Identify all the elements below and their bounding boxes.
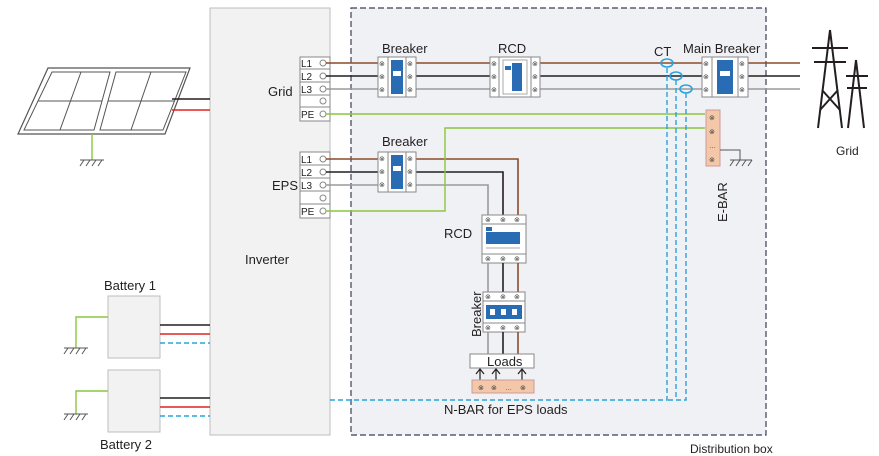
grid-terminal-block: L1 L2 L3 PE (299, 56, 331, 122)
svg-text:⊗: ⊗ (514, 256, 520, 263)
distribution-box (350, 7, 767, 436)
eps-port-label: EPS (272, 178, 298, 193)
grid-terminal-l1: L1 (301, 59, 313, 70)
distribution-box-label: Distribution box (690, 442, 773, 456)
eps-breaker: ⊗ ⊗ ⊗ ⊗ ⊗ ⊗ (377, 151, 417, 193)
battery1 (107, 295, 161, 359)
svg-text:…: … (709, 143, 716, 150)
svg-text:⊗: ⊗ (703, 74, 709, 81)
battery2-ground-icon (63, 413, 88, 421)
svg-text:⊗: ⊗ (379, 61, 385, 68)
n-bar-label: N-BAR for EPS loads (444, 402, 568, 417)
svg-text:⊗: ⊗ (478, 385, 484, 392)
grid-rcd-label: RCD (498, 41, 526, 56)
svg-text:…: … (505, 385, 512, 392)
loads-breaker: ⊗ ⊗ ⊗ ⊗ ⊗ ⊗ (482, 291, 526, 333)
loads-box (469, 353, 535, 369)
svg-text:⊗: ⊗ (379, 74, 385, 81)
grid-terminal-l3: L3 (301, 85, 313, 96)
battery1-label: Battery 1 (104, 278, 156, 293)
svg-text:⊗: ⊗ (532, 87, 538, 94)
grid-tower-label: Grid (836, 144, 859, 158)
svg-text:⊗: ⊗ (514, 217, 520, 224)
svg-text:⊗: ⊗ (500, 294, 506, 301)
grid-terminal-pe: PE (301, 110, 315, 121)
svg-text:⊗: ⊗ (485, 217, 491, 224)
solar-ground-icon (79, 159, 104, 167)
eps-terminal-block: L1 L2 L3 PE (299, 151, 331, 219)
e-bar: ⊗ ⊗ … ⊗ (705, 109, 721, 167)
svg-text:⊗: ⊗ (703, 61, 709, 68)
svg-text:⊗: ⊗ (407, 169, 413, 176)
main-breaker-label: Main Breaker (683, 41, 761, 56)
svg-text:⊗: ⊗ (407, 87, 413, 94)
grid-breaker-label: Breaker (382, 41, 428, 56)
svg-text:⊗: ⊗ (739, 74, 745, 81)
svg-text:⊗: ⊗ (485, 256, 491, 263)
svg-text:⊗: ⊗ (500, 217, 506, 224)
svg-text:⊗: ⊗ (491, 87, 497, 94)
grid-breaker: ⊗ ⊗ ⊗ ⊗ ⊗ ⊗ (377, 56, 417, 98)
svg-text:⊗: ⊗ (491, 385, 497, 392)
eps-pe-wire (326, 127, 705, 212)
loads-label: Loads (487, 354, 523, 369)
eps-terminal-l1: L1 (301, 155, 313, 166)
svg-text:⊗: ⊗ (407, 156, 413, 163)
loads-breaker-label: Breaker (469, 291, 484, 337)
eps-rcd-to-breaker-wires (487, 263, 519, 292)
svg-text:⊗: ⊗ (709, 115, 715, 122)
grid-terminal-l2: L2 (301, 72, 313, 83)
eps-rcd: ⊗ ⊗ ⊗ ⊗ ⊗ ⊗ (481, 214, 527, 264)
e-bar-ground-wire (720, 149, 741, 160)
solar-panel (17, 67, 191, 160)
svg-text:⊗: ⊗ (514, 294, 520, 301)
svg-text:⊗: ⊗ (520, 385, 526, 392)
ct-label: CT (654, 44, 671, 59)
eps-terminal-pe: PE (301, 207, 315, 218)
svg-text:⊗: ⊗ (532, 61, 538, 68)
svg-text:⊗: ⊗ (485, 294, 491, 301)
svg-text:⊗: ⊗ (407, 61, 413, 68)
battery2-label: Battery 2 (100, 437, 152, 452)
battery1-ground-icon (63, 347, 88, 355)
grid-rcd: ⊗ ⊗ ⊗ ⊗ ⊗ ⊗ (489, 56, 541, 98)
svg-text:⊗: ⊗ (739, 61, 745, 68)
battery1-ground-wire (75, 316, 108, 348)
svg-text:⊗: ⊗ (491, 74, 497, 81)
svg-text:⊗: ⊗ (703, 87, 709, 94)
eps-breaker-label: Breaker (382, 134, 428, 149)
svg-text:⊗: ⊗ (491, 61, 497, 68)
svg-text:⊗: ⊗ (379, 169, 385, 176)
svg-text:⊗: ⊗ (709, 129, 715, 136)
eps-rcd-label: RCD (444, 226, 472, 241)
grid-tower-icon (812, 29, 868, 129)
svg-text:⊗: ⊗ (500, 325, 506, 332)
svg-text:⊗: ⊗ (485, 325, 491, 332)
svg-text:⊗: ⊗ (532, 74, 538, 81)
eps-terminal-l3: L3 (301, 181, 313, 192)
loads-arrow-icons (475, 368, 527, 380)
svg-text:⊗: ⊗ (500, 256, 506, 263)
n-bar: ⊗ ⊗ … ⊗ (471, 379, 535, 394)
battery2 (107, 369, 161, 433)
main-breaker: ⊗ ⊗ ⊗ ⊗ ⊗ ⊗ (701, 56, 749, 98)
svg-text:⊗: ⊗ (709, 157, 715, 164)
svg-text:⊗: ⊗ (379, 87, 385, 94)
ct-communication-lines (330, 67, 687, 401)
svg-text:⊗: ⊗ (514, 325, 520, 332)
svg-text:⊗: ⊗ (379, 182, 385, 189)
svg-text:⊗: ⊗ (407, 74, 413, 81)
e-bar-ground-icon (729, 159, 753, 167)
inverter-label: Inverter (245, 252, 290, 267)
svg-text:⊗: ⊗ (739, 87, 745, 94)
e-bar-label: E-BAR (715, 182, 730, 222)
eps-terminal-l2: L2 (301, 168, 313, 179)
svg-text:⊗: ⊗ (379, 156, 385, 163)
battery2-ground-wire (75, 390, 108, 414)
svg-text:⊗: ⊗ (407, 182, 413, 189)
breaker-to-loads-wires (487, 332, 519, 354)
grid-port-label: Grid (268, 84, 293, 99)
